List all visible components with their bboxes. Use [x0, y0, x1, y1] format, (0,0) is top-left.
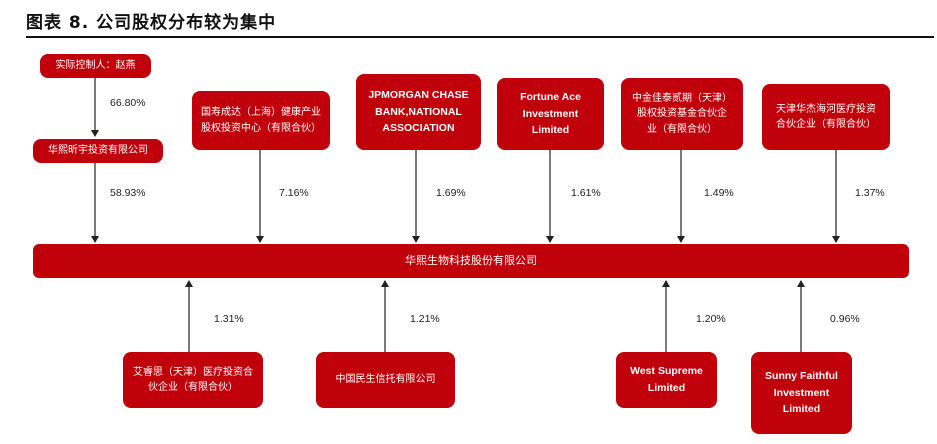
- holder-box-jpmorgan: JPMORGAN CHASE BANK,NATIONAL ASSOCIATION: [356, 74, 481, 150]
- holder-box-huajie: 天津华杰海河医疗投资 合伙企业（有限合伙）: [762, 84, 890, 150]
- holder-pct: 1.31%: [214, 313, 244, 325]
- parent-box: 华熙昕宇投资有限公司: [33, 139, 163, 163]
- holder-label: 国寿成达（上海）健康产业 股权投资中心（有限合伙）: [201, 107, 321, 134]
- holder-label: 天津华杰海河医疗投资 合伙企业（有限合伙）: [776, 103, 876, 131]
- holder-label: Sunny Faithful Investment Limited: [765, 369, 838, 416]
- holder-pct: 1.61%: [571, 187, 601, 199]
- controller-pct: 66.80%: [110, 97, 146, 109]
- company-bar: 华熙生物科技股份有限公司: [33, 244, 909, 278]
- holder-box-west-supreme: West Supreme Limited: [616, 352, 717, 408]
- controller-label: 实际控制人：赵燕: [55, 60, 136, 72]
- holder-pct: 1.69%: [436, 187, 466, 199]
- holder-label: 中国民生信托有限公司: [335, 374, 436, 386]
- holder-box-guoshou: 国寿成达（上海）健康产业 股权投资中心（有限合伙）: [192, 91, 330, 150]
- figure-title: 图表 8. 公司股权分布较为集中: [26, 13, 277, 33]
- title-divider: [26, 36, 934, 38]
- holder-pct: 1.49%: [704, 187, 734, 199]
- holder-box-airuisi: 艾睿思（天津）医疗投资合 伙企业（有限合伙）: [123, 352, 263, 408]
- holder-pct: 1.21%: [410, 313, 440, 325]
- holder-label: 艾睿思（天津）医疗投资合 伙企业（有限合伙）: [133, 366, 253, 394]
- holder-pct: 0.96%: [830, 313, 860, 325]
- holder-box-sunny-faithful: Sunny Faithful Investment Limited: [751, 352, 852, 434]
- holder-label: West Supreme Limited: [630, 365, 703, 394]
- holder-box-zhongjin: 中金佳泰贰期（天津） 股权投资基金合伙企 业（有限合伙）: [621, 78, 743, 150]
- holder-pct: 1.20%: [696, 313, 726, 325]
- company-label: 华熙生物科技股份有限公司: [405, 254, 537, 268]
- holder-label: 中金佳泰贰期（天津） 股权投资基金合伙企 业（有限合伙）: [632, 92, 732, 135]
- controller-box: 实际控制人：赵燕: [40, 54, 151, 78]
- holder-pct: 1.37%: [855, 187, 885, 199]
- holder-label: Fortune Ace Investment Limited: [520, 90, 581, 137]
- parent-label: 华熙昕宇投资有限公司: [48, 145, 148, 157]
- holder-box-fortune-ace: Fortune Ace Investment Limited: [497, 78, 604, 150]
- holder-pct: 7.16%: [279, 187, 309, 199]
- parent-pct: 58.93%: [110, 187, 146, 199]
- holder-label: JPMORGAN CHASE BANK,NATIONAL ASSOCIATION: [368, 88, 469, 135]
- holder-box-minsheng: 中国民生信托有限公司: [316, 352, 455, 408]
